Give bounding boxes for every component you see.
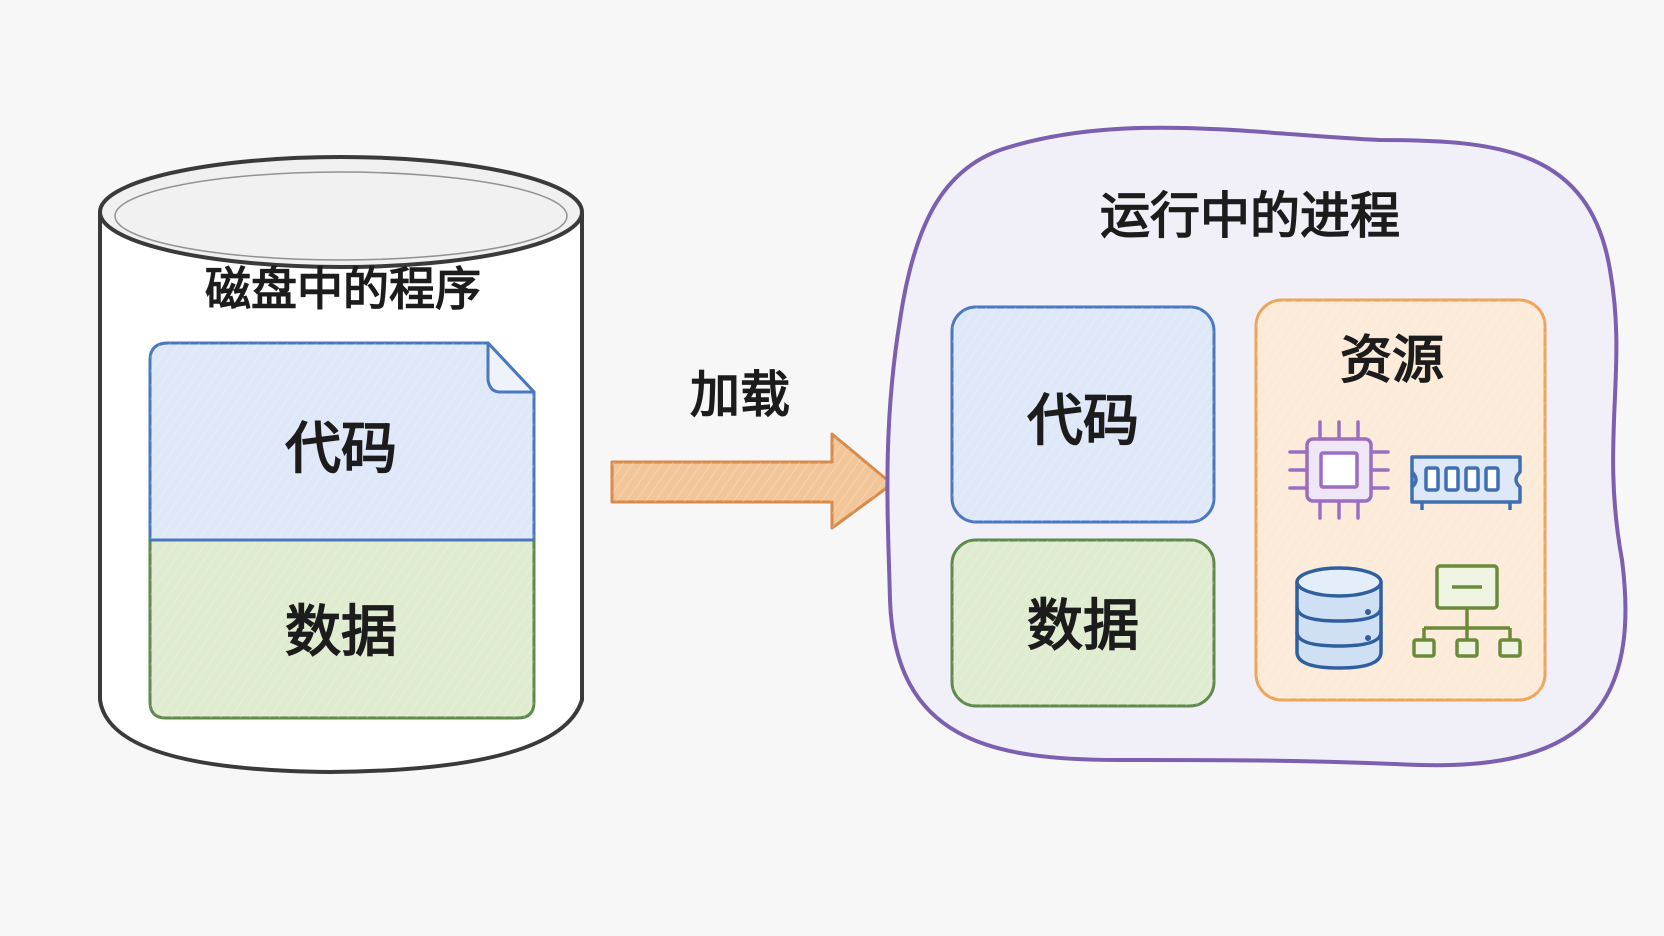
storage-icon <box>1295 566 1383 670</box>
network-icon <box>1412 564 1522 658</box>
folded-corner <box>486 341 536 394</box>
disk-title: 磁盘中的程序 <box>205 262 481 316</box>
process-data-label: 数据 <box>1027 594 1139 659</box>
memory-icon <box>1410 455 1522 510</box>
cpu-icon <box>1288 420 1390 520</box>
process-code-label: 代码 <box>1026 389 1139 454</box>
process-title: 运行中的进程 <box>1100 187 1400 245</box>
disk-data-label: 数据 <box>285 600 397 665</box>
disk-cylinder: 磁盘中的程序 代码 数据 <box>98 155 584 774</box>
resources-title: 资源 <box>1340 331 1444 391</box>
load-arrow: 加载 <box>610 366 894 530</box>
load-label: 加载 <box>690 366 790 424</box>
disk-code-label: 代码 <box>284 417 397 482</box>
process-blob: 运行中的进程 代码 数据 资源 <box>885 125 1628 768</box>
